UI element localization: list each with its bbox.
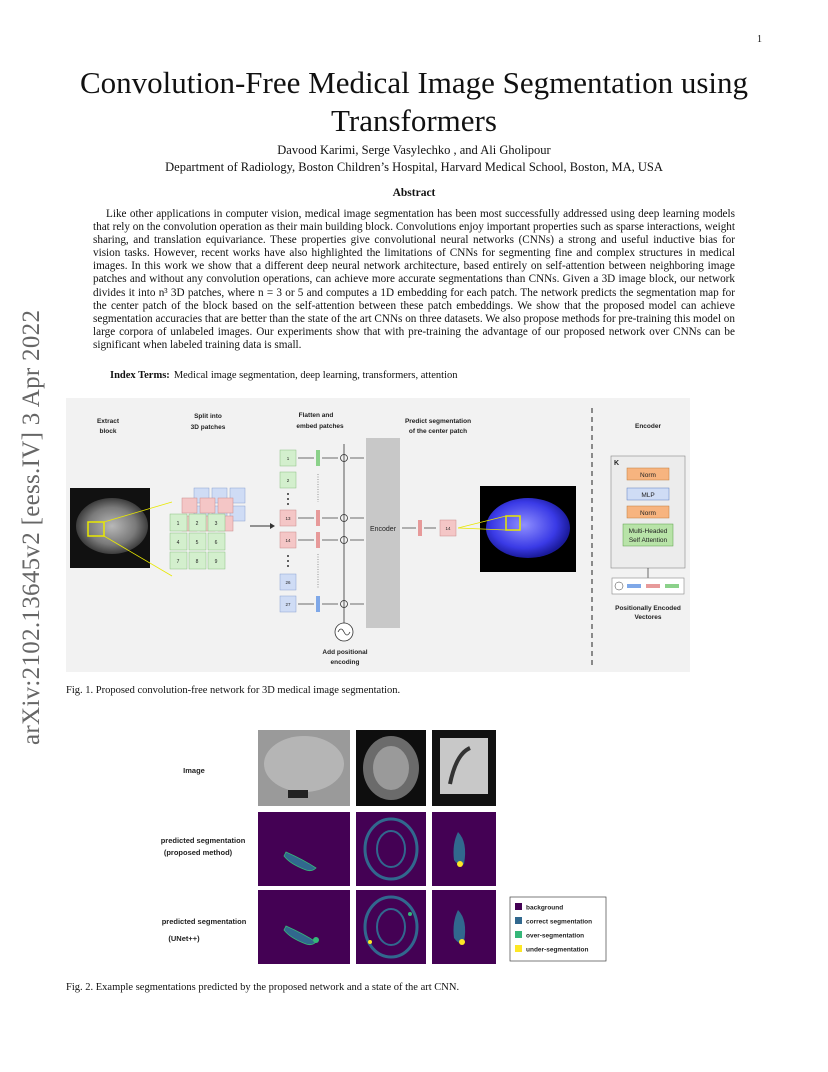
output-embedding xyxy=(418,520,422,536)
legend-swatch-over xyxy=(515,931,522,938)
encoder-block xyxy=(366,438,400,628)
patch-label: 8 xyxy=(196,559,199,565)
encoder-title: Encoder xyxy=(635,423,661,430)
norm-bottom-box xyxy=(626,505,670,519)
step-flatten-label-1: Flatten and xyxy=(299,412,334,419)
norm-top-label: Norm xyxy=(640,472,656,479)
step-extract-label-1: Extract xyxy=(97,418,120,425)
figure-1: Extract block Split into 3D patches Flat… xyxy=(66,398,690,672)
vector-label: 13 xyxy=(285,516,291,521)
patch-label: 6 xyxy=(215,540,218,546)
legend xyxy=(509,896,607,962)
add-positional-label-2: encoding xyxy=(331,659,360,666)
page-number: 1 xyxy=(757,34,762,45)
patch-label: 9 xyxy=(215,559,218,565)
encoder-k-label: K xyxy=(614,460,619,467)
figure-1-caption: Fig. 1. Proposed convolution-free networ… xyxy=(66,685,401,696)
mhsa-label-1: Multi-Headed xyxy=(629,528,668,535)
patch-label: 7 xyxy=(177,559,180,565)
row-proposed-label-2: (proposed method) xyxy=(164,848,233,857)
index-terms-text: Medical image segmentation, deep learnin… xyxy=(173,370,458,381)
step-extract-label-2: block xyxy=(100,428,117,435)
flattened-patches: 1 2 13 14 26 27 xyxy=(279,449,297,613)
legend-items: background correct segmentation over-seg… xyxy=(515,903,592,954)
legend-label: over-segmentation xyxy=(526,933,584,940)
output-patch xyxy=(439,519,457,537)
row-proposed-label-1: predicted segmentation xyxy=(161,836,246,845)
legend-swatch-background xyxy=(515,903,522,910)
paper-title: Convolution-Free Medical Image Segmentat… xyxy=(79,65,749,138)
index-terms-label: Index Terms: xyxy=(110,370,170,381)
seg-unet-brain xyxy=(356,890,426,964)
patch-label: 2 xyxy=(196,521,199,527)
norm-top-box xyxy=(626,467,670,481)
legend-swatch-correct xyxy=(515,917,522,924)
embedding-arrows xyxy=(298,457,364,605)
patch-cube: 1 2 3 4 5 6 7 8 9 xyxy=(169,487,246,570)
extract-block-marker xyxy=(87,521,105,537)
legend-swatch-under xyxy=(515,945,522,952)
figure-2-caption: Fig. 2. Example segmentations predicted … xyxy=(66,982,460,993)
abstract-heading: Abstract xyxy=(392,187,436,199)
mlp-label: MLP xyxy=(641,492,654,499)
step-predict-label-2: of the center patch xyxy=(409,428,467,435)
seg-proposed-brain xyxy=(356,812,426,886)
abstract-text: Like other applications in computer visi… xyxy=(93,208,735,351)
patch-label: 5 xyxy=(196,540,199,546)
step-flatten-label-2: embed patches xyxy=(296,423,344,430)
vector-label: 2 xyxy=(287,478,290,483)
add-nodes xyxy=(340,444,348,628)
mlp-box xyxy=(626,487,670,501)
authors: Davood Karimi, Serge Vasylechko , and Al… xyxy=(277,143,551,157)
legend-label: correct segmentation xyxy=(526,919,592,926)
row-unet-label-2: (UNet++) xyxy=(168,934,200,943)
mhsa-box xyxy=(622,523,674,547)
vector-label: 27 xyxy=(285,602,291,607)
vector-label: 26 xyxy=(285,580,291,585)
vector-label: 1 xyxy=(287,456,290,461)
patch-label: 3 xyxy=(215,521,218,527)
row-unet-label-1: predicted segmentation xyxy=(162,917,247,926)
legend-label: under-segmentation xyxy=(526,947,589,954)
figure-2-grid: Image predicted segmentation (proposed m… xyxy=(161,730,607,964)
affiliation: Department of Radiology, Boston Children… xyxy=(165,160,663,174)
step-split-label-2: 3D patches xyxy=(191,424,226,431)
output-patch-label: 14 xyxy=(445,526,451,531)
seg-unet-placenta xyxy=(258,890,350,964)
row-image-label: Image xyxy=(183,766,205,775)
positional-encoded-label-1: Positionally Encoded xyxy=(615,605,681,612)
legend-label: background xyxy=(526,905,563,912)
seg-proposed-placenta xyxy=(258,812,350,886)
figure-2: Image predicted segmentation (proposed m… xyxy=(148,724,608,970)
encoder-block-label: Encoder xyxy=(370,526,397,533)
patch-label: 1 xyxy=(177,521,180,527)
patch-label: 4 xyxy=(177,540,180,546)
mri-brain xyxy=(76,498,148,554)
embedding-vectors xyxy=(316,450,320,612)
vector-label: 14 xyxy=(285,538,291,543)
figure-1-diagram: Extract block Split into 3D patches Flat… xyxy=(70,408,686,668)
norm-bottom-label: Norm xyxy=(640,510,656,517)
step-predict-label-1: Predict segmentation xyxy=(405,418,471,425)
segmented-brain xyxy=(486,498,570,558)
mhsa-label-2: Self Attention xyxy=(629,537,668,544)
add-positional-label-1: Add positional xyxy=(322,649,367,656)
step-split-label-1: Split into xyxy=(194,413,222,420)
positional-encoded-label-2: Vectores xyxy=(634,614,661,621)
index-terms: Index Terms:Medical image segmentation, … xyxy=(110,370,458,381)
arxiv-stamp: arXiv:2102.13645v2 [eess.IV] 3 Apr 2022 xyxy=(18,309,45,745)
